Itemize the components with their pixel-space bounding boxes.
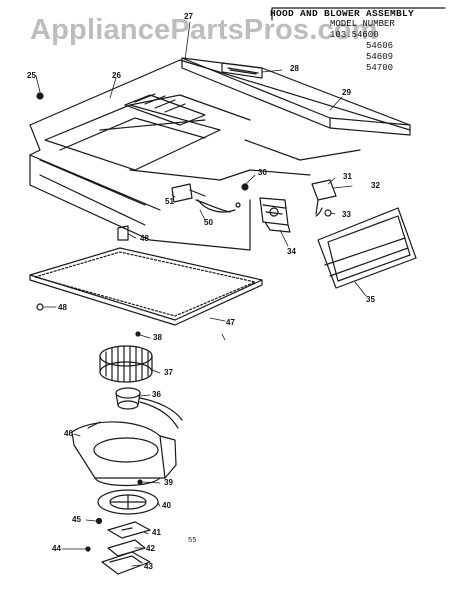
callout-38: 38 [153, 333, 162, 342]
model-number-2: 54606 [366, 41, 394, 51]
watermark: AppliancePartsPros.com [30, 14, 378, 46]
page-code: 55 [188, 537, 197, 545]
callout-48-upper: 48 [140, 234, 149, 243]
rear-panel [181, 57, 411, 136]
bottom-plate [29, 247, 263, 326]
screw-25 [36, 92, 44, 100]
callout-32: 32 [371, 181, 380, 190]
mount-bracket-slot [121, 527, 133, 531]
callout-46: 46 [64, 429, 73, 438]
callout-33: 33 [342, 210, 351, 219]
motor-mount [97, 489, 159, 515]
screw-44 [85, 546, 91, 552]
screw-33 [324, 209, 332, 217]
screw-48 [36, 303, 44, 311]
callout-39: 39 [164, 478, 173, 487]
blower-wheel [99, 345, 153, 383]
screw-38 [135, 331, 141, 337]
callout-34: 34 [287, 247, 296, 256]
screw-45 [95, 517, 103, 525]
callout-45: 45 [72, 515, 81, 524]
callout-36: 36 [152, 390, 161, 399]
screw-30 [241, 183, 249, 191]
title-frame [271, 7, 446, 21]
callout-51: 51 [165, 197, 174, 206]
screw-39 [137, 479, 143, 485]
model-number-3: 54609 [366, 52, 394, 62]
callout-30: 30 [258, 168, 267, 177]
model-number-4: 54700 [366, 63, 394, 73]
diagram-title: HOOD AND BLOWER ASSEMBLY [270, 8, 415, 19]
callout-37: 37 [164, 368, 173, 377]
callout-29: 29 [342, 88, 351, 97]
model-number-1: 103.54600 [330, 30, 379, 40]
light-socket [259, 197, 291, 233]
callout-50: 50 [204, 218, 213, 227]
callout-27: 27 [184, 12, 193, 21]
damper-plate [101, 551, 151, 575]
leader-lines [35, 21, 367, 567]
callout-26: 26 [112, 71, 121, 80]
callout-35: 35 [366, 295, 375, 304]
clip-48 [117, 225, 129, 241]
switch-assembly [171, 183, 241, 213]
callout-28: 28 [290, 64, 299, 73]
mount-bracket [107, 521, 151, 539]
callout-41: 41 [152, 528, 161, 537]
junction-box [311, 179, 337, 217]
callout-48-lower: 48 [58, 303, 67, 312]
title-block: HOOD AND BLOWER ASSEMBLY MODEL NUMBER 10… [270, 8, 445, 90]
blower-housing [71, 421, 177, 487]
callout-25: 25 [27, 71, 36, 80]
callout-40: 40 [162, 501, 171, 510]
callout-44: 44 [52, 544, 61, 553]
callout-31: 31 [343, 172, 352, 181]
model-number-label: MODEL NUMBER [330, 19, 395, 29]
filter-frame [317, 207, 417, 289]
gasket [107, 539, 146, 557]
motor [115, 387, 183, 429]
callout-43: 43 [144, 562, 153, 571]
damper-plate-edge [109, 555, 143, 564]
callout-47: 47 [226, 318, 235, 327]
callout-42: 42 [146, 544, 155, 553]
hood-body [29, 59, 411, 251]
